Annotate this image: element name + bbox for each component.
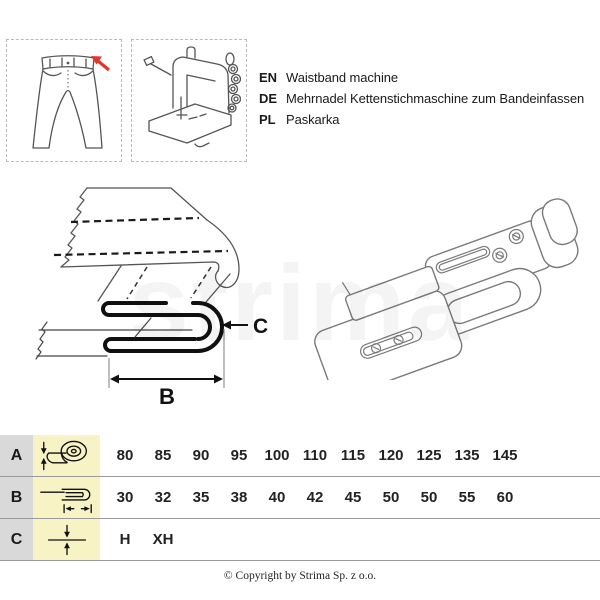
dimension-c-label: C: [253, 315, 268, 338]
dimension-b: B: [108, 329, 225, 407]
size-value: 85: [154, 447, 172, 464]
table-row-c: C H XH: [0, 519, 600, 561]
language-code: EN: [259, 70, 278, 85]
size-value: 35: [192, 489, 210, 506]
band-cross-section-diagram: C B: [25, 175, 280, 407]
table-row-a: A 80 85 90 95 100 110 115: [0, 435, 600, 477]
size-value: 135: [454, 447, 480, 464]
folded-band-width-icon: [33, 477, 100, 518]
language-row: DE Mehrnadel Kettenstichmaschine zum Ban…: [259, 88, 584, 109]
binder-attachment-drawing: [314, 198, 579, 380]
size-value: 90: [192, 447, 210, 464]
waistband-pointer-arrow: [91, 55, 111, 71]
language-code: DE: [259, 91, 278, 106]
language-code: PL: [259, 112, 276, 127]
fabric-thickness-icon: [47, 524, 86, 555]
language-descriptions: EN Waistband machine DE Mehrnadel Ketten…: [259, 67, 584, 130]
language-row: EN Waistband machine: [259, 67, 584, 88]
tape-roll-width-icon: [40, 440, 87, 470]
size-value: 32: [154, 489, 172, 506]
language-text: Waistband machine: [286, 70, 398, 85]
size-value: 42: [306, 489, 324, 506]
size-value: 125: [416, 447, 442, 464]
size-table: A 80 85 90 95 100 110 115: [0, 435, 600, 561]
size-value: XH: [152, 531, 174, 548]
row-values: 30 32 35 38 40 42 45 50 50 55 60: [100, 477, 600, 518]
size-value: 38: [230, 489, 248, 506]
size-value: 95: [230, 447, 248, 464]
row-values: H XH: [100, 519, 600, 560]
fabric-thickness-icon: [33, 519, 100, 560]
size-value: 80: [116, 447, 134, 464]
dimension-b-label: B: [159, 384, 175, 407]
row-label: C: [0, 519, 33, 560]
binder-attachment-diagram: [300, 185, 595, 380]
folded-band-width-icon: [39, 488, 92, 513]
size-value: 30: [116, 489, 134, 506]
language-text: Mehrnadel Kettenstichmaschine zum Bandei…: [286, 91, 585, 106]
garment-pictogram-box: [6, 39, 122, 162]
row-label: A: [0, 435, 33, 476]
size-value: 115: [340, 447, 366, 464]
row-values: 80 85 90 95 100 110 115 120 125 135 145: [100, 435, 600, 476]
tape-roll-width-icon: [33, 435, 100, 476]
language-row: PL Paskarka: [259, 109, 584, 130]
machine-pictogram-box: [131, 39, 247, 162]
size-value: 110: [302, 447, 328, 464]
dimension-c: C: [222, 315, 268, 338]
size-value: 100: [264, 447, 290, 464]
size-value: 50: [382, 489, 400, 506]
copyright-note: © Copyright by Strima Sp. z o.o.: [223, 570, 377, 582]
size-value: 60: [496, 489, 514, 506]
size-value: 40: [268, 489, 286, 506]
chainstitch-machine-icon: [143, 45, 241, 147]
table-row-b: B 30 32 35 38 40 42 45 50: [0, 477, 600, 519]
size-value: 55: [458, 489, 476, 506]
row-label: B: [0, 477, 33, 518]
size-value: 145: [492, 447, 518, 464]
size-value: 50: [420, 489, 438, 506]
size-value: 45: [344, 489, 362, 506]
size-value: H: [119, 531, 131, 548]
size-value: 120: [378, 447, 404, 464]
language-text: Paskarka: [286, 112, 340, 127]
folded-band-cross-section-drawing: C B: [35, 187, 268, 407]
jeans-waistband-icon: [32, 54, 111, 149]
